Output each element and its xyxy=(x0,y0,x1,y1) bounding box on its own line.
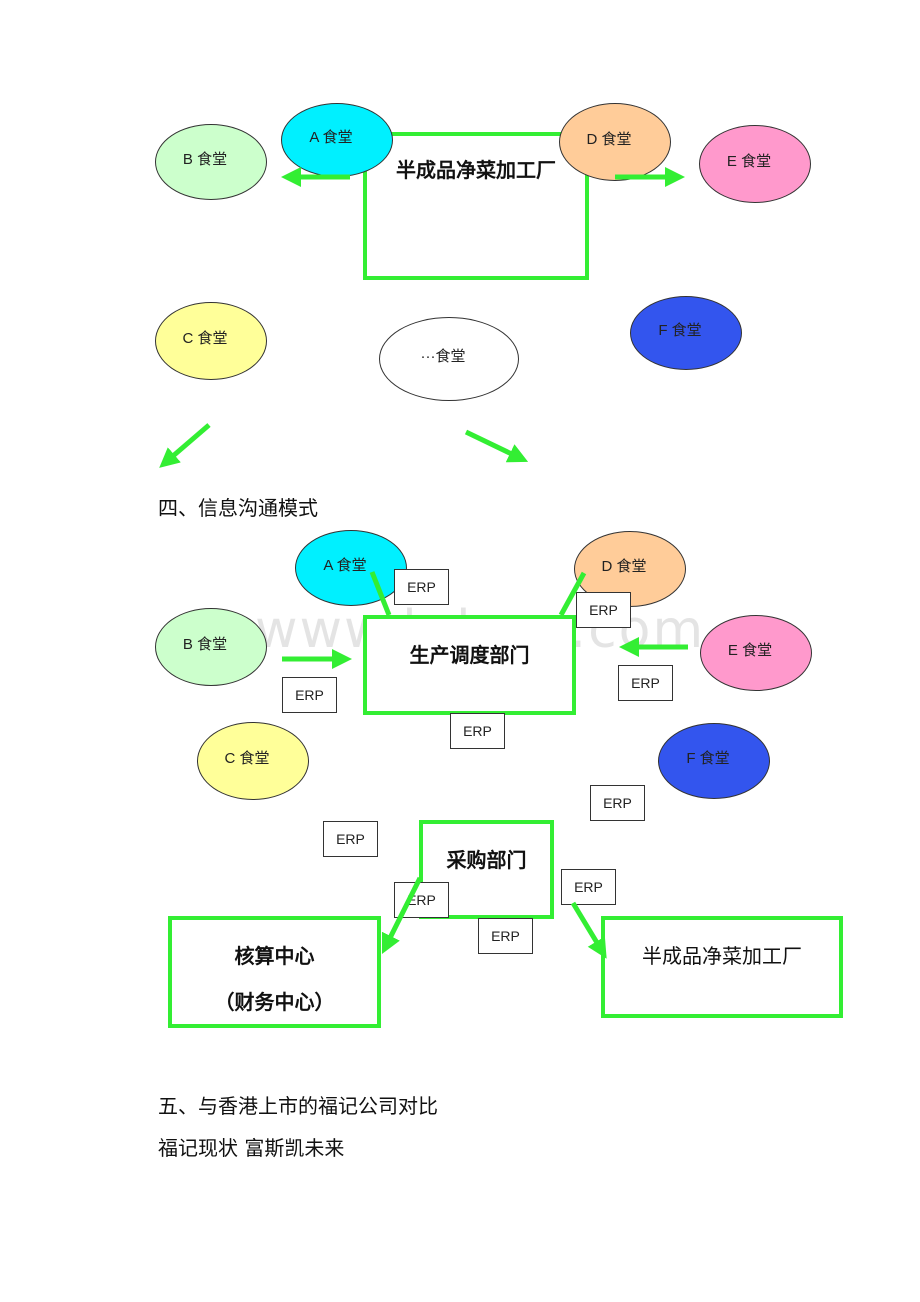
canteen-e-bottom: E 食堂 xyxy=(700,615,812,691)
canteen-a-top-label: A 食堂 xyxy=(309,128,353,146)
canteen-b-top: B 食堂 xyxy=(155,124,267,200)
line-a-to-dispatch xyxy=(369,571,392,616)
erp-box: ERP xyxy=(394,882,449,918)
erp-box: ERP xyxy=(394,569,449,605)
canteen-f-bottom-label: F 食堂 xyxy=(686,749,730,767)
factory-box-bottom: 半成品净菜加工厂 xyxy=(601,916,843,1018)
canteen-f-top-label: F 食堂 xyxy=(658,321,702,339)
line-d-to-dispatch xyxy=(558,571,587,617)
canteen-c-top: C 食堂 xyxy=(155,302,267,380)
factory-box-top: 半成品净菜加工厂 xyxy=(363,132,589,280)
erp-box: ERP xyxy=(590,785,645,821)
canteen-d-top-label: D 食堂 xyxy=(586,130,632,148)
canteen-b-bottom-label: B 食堂 xyxy=(182,635,228,653)
canteen-a-top: A 食堂 xyxy=(281,103,393,177)
canteen-other-top-label: ···食堂 xyxy=(420,347,466,365)
canteen-a-bottom: A 食堂 xyxy=(295,530,407,606)
purchase-box: 采购部门 xyxy=(419,820,554,919)
canteen-b-top-label: B 食堂 xyxy=(182,150,228,168)
canteen-d-bottom-label: D 食堂 xyxy=(601,557,647,575)
erp-box: ERP xyxy=(323,821,378,857)
canteen-a-bottom-label: A 食堂 xyxy=(323,556,367,574)
section4-heading: 四、信息沟通模式 xyxy=(158,496,318,520)
accounting-box: 核算中心 （财务中心） xyxy=(168,916,381,1028)
canteen-d-top: D 食堂 xyxy=(559,103,671,181)
section5-heading: 五、与香港上市的福记公司对比 xyxy=(158,1094,438,1118)
arrow-down-left xyxy=(159,423,211,468)
erp-box: ERP xyxy=(282,677,337,713)
erp-box: ERP xyxy=(478,918,533,954)
erp-box: ERP xyxy=(618,665,673,701)
arrow-purchase-to-factory xyxy=(570,901,607,959)
erp-box: ERP xyxy=(561,869,616,905)
canteen-c-bottom-label: C 食堂 xyxy=(224,749,270,767)
factory-label-top: 半成品净菜加工厂 xyxy=(396,158,556,182)
dispatch-label: 生产调度部门 xyxy=(409,643,530,667)
erp-box: ERP xyxy=(576,592,631,628)
erp-box: ERP xyxy=(450,713,505,749)
canteen-c-top-label: C 食堂 xyxy=(182,329,228,347)
canteen-e-top: E 食堂 xyxy=(699,125,811,203)
canteen-other-top: ···食堂 xyxy=(379,317,519,401)
canteen-c-bottom: C 食堂 xyxy=(197,722,309,800)
purchase-label: 采购部门 xyxy=(446,848,527,872)
canteen-f-bottom: F 食堂 xyxy=(658,723,770,799)
comparison-line: 福记现状 富斯凯未来 xyxy=(158,1136,345,1160)
accounting-label-1: 核算中心 xyxy=(234,944,315,968)
dispatch-box: 生产调度部门 xyxy=(363,615,576,715)
arrow-purchase-to-accounting xyxy=(381,876,423,955)
canteen-f-top: F 食堂 xyxy=(630,296,742,370)
arrow-down-right xyxy=(464,429,529,463)
canteen-e-bottom-label: E 食堂 xyxy=(727,641,773,659)
canteen-b-bottom: B 食堂 xyxy=(155,608,267,686)
factory-label-bottom: 半成品净菜加工厂 xyxy=(642,944,802,968)
canteen-e-top-label: E 食堂 xyxy=(726,152,772,170)
accounting-label-2: （财务中心） xyxy=(214,990,335,1014)
